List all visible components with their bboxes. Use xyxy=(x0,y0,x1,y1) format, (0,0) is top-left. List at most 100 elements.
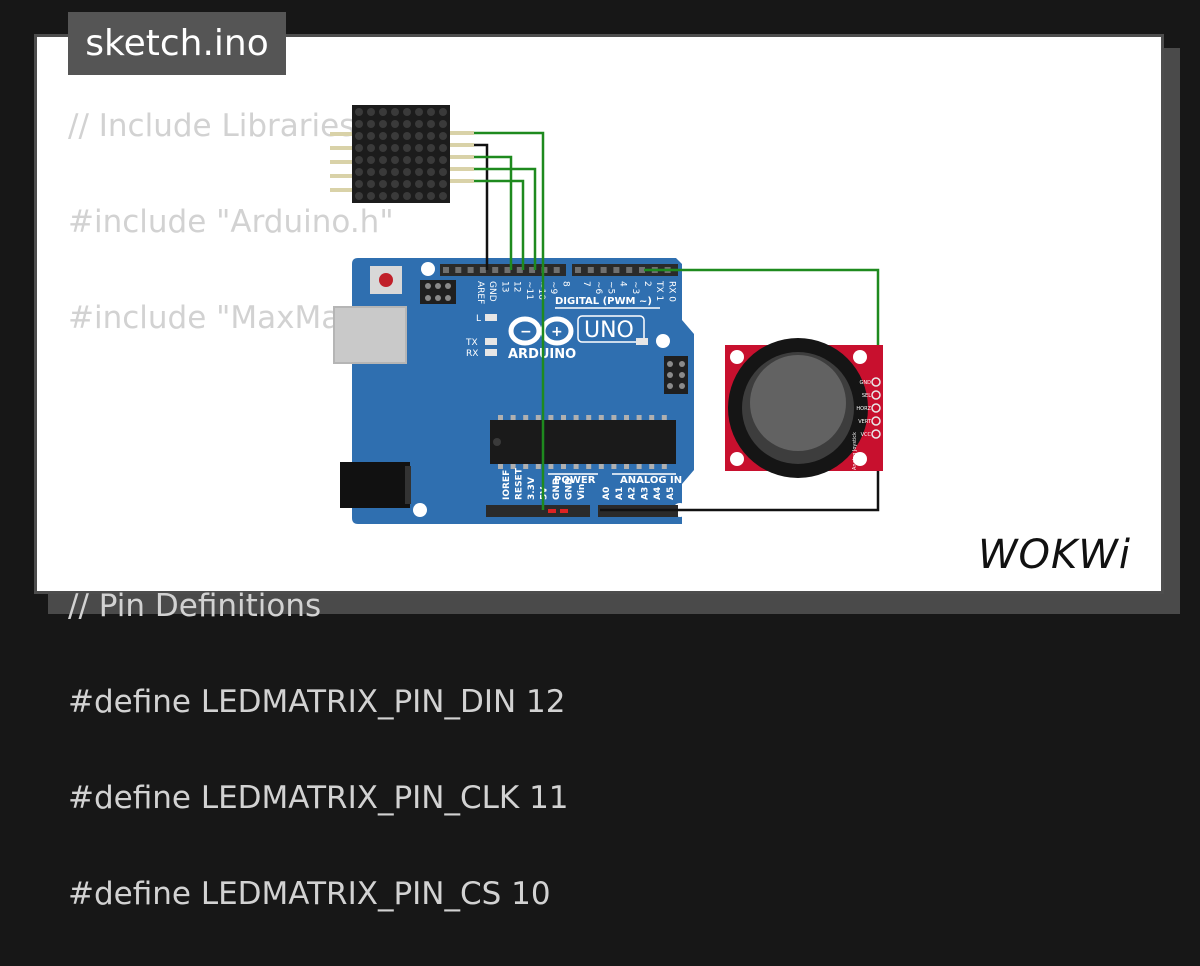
uno-badge xyxy=(577,315,645,343)
joystick-pin-label: HORZ xyxy=(856,406,871,412)
header-hole xyxy=(455,267,462,273)
joystick-pin-label: VERT xyxy=(858,419,872,425)
pin-label: A0 xyxy=(602,487,612,500)
code-line: #define LEDMATRIX_PIN_CLK 11 xyxy=(68,780,569,816)
led-dot xyxy=(439,180,447,188)
chip-pin xyxy=(598,415,604,420)
pin-label: 2 xyxy=(642,281,652,287)
led-dot xyxy=(391,180,399,188)
pin-label: ~6 xyxy=(593,281,603,295)
led-dot xyxy=(427,192,435,200)
pin-label: 7 xyxy=(581,281,591,287)
led-dot xyxy=(415,156,423,164)
pin-label: TX 1 xyxy=(654,280,664,301)
atmega-chip xyxy=(490,420,676,464)
pin-label: ~5 xyxy=(605,281,615,294)
wokwi-logo: WOKWi xyxy=(978,532,1130,578)
led-dot xyxy=(379,180,387,188)
svg-text:−: − xyxy=(520,324,532,340)
led-dot xyxy=(391,108,399,116)
led-dot xyxy=(355,108,363,116)
code-line: #define LEDMATRIX_PIN_DIN 12 xyxy=(68,684,566,720)
led-dot xyxy=(439,120,447,128)
led-dot xyxy=(367,144,375,152)
pin-label: Vin xyxy=(577,484,587,500)
led-dot xyxy=(439,192,447,200)
power-jack xyxy=(340,462,410,508)
led-dot xyxy=(403,108,411,116)
rx-label: RX xyxy=(466,349,478,359)
header-hole xyxy=(479,267,486,273)
pin-label: AREF xyxy=(475,281,485,304)
led-dot xyxy=(367,132,375,140)
pin-label: 13 xyxy=(499,281,509,292)
led-dot xyxy=(379,192,387,200)
header-hole xyxy=(504,267,511,273)
led-dot xyxy=(379,108,387,116)
chip-pin xyxy=(498,415,503,420)
led-dot xyxy=(439,168,447,176)
joystick-pin-label: VCC xyxy=(861,432,872,438)
pin-label: ~9 xyxy=(548,281,558,295)
code-line: #define LEDMATRIX_PIN_CS 10 xyxy=(68,876,551,912)
joystick-pin xyxy=(871,403,881,413)
chip-pin xyxy=(535,464,541,469)
chip-pin xyxy=(548,464,554,469)
led-dot xyxy=(415,180,423,188)
joystick-caption: Analog Joystick xyxy=(852,432,858,470)
led-dot xyxy=(403,144,411,152)
header-hole xyxy=(587,267,594,273)
led-dot xyxy=(379,144,387,152)
power-pin-5v xyxy=(548,509,556,513)
chip-pin xyxy=(510,464,516,469)
led-dot xyxy=(415,192,423,200)
chip-pin xyxy=(649,464,655,469)
header-hole xyxy=(575,267,581,273)
pin-label: A3 xyxy=(640,487,650,500)
header-hole xyxy=(553,267,560,273)
led-dot xyxy=(427,168,435,176)
led-dot xyxy=(439,156,447,164)
icsp-header xyxy=(420,280,688,394)
pin-label: A4 xyxy=(653,487,663,500)
led-dot xyxy=(415,144,423,152)
led-dot xyxy=(355,144,363,152)
led-dot xyxy=(355,132,363,140)
header-hole xyxy=(529,267,536,273)
chip-pin xyxy=(498,464,503,469)
joystick-pin xyxy=(871,416,881,426)
led-dot xyxy=(391,168,399,176)
chip-pin xyxy=(661,464,667,469)
mount-hole xyxy=(421,262,435,276)
led-dot xyxy=(415,168,423,176)
chip-pin xyxy=(561,464,566,469)
led-matrix-pins-right xyxy=(450,131,474,183)
led-dot xyxy=(415,132,423,140)
led-dot xyxy=(391,120,399,128)
joystick-knob[interactable] xyxy=(750,355,846,451)
chip-pin xyxy=(573,415,579,420)
led-dot xyxy=(403,132,411,140)
led-rx xyxy=(485,349,497,356)
led-matrix[interactable] xyxy=(330,105,474,203)
digital-label: DIGITAL (PWM ~) xyxy=(555,296,652,307)
header-hole xyxy=(492,267,499,273)
chip-pin xyxy=(624,415,629,420)
led-l xyxy=(485,314,497,321)
wire-cs xyxy=(474,167,537,270)
led-dot xyxy=(415,108,423,116)
wire-clk xyxy=(474,179,525,270)
led-dot xyxy=(367,192,375,200)
led-matrix-body xyxy=(352,105,450,203)
led-dot xyxy=(427,180,435,188)
file-tab[interactable]: sketch.ino xyxy=(68,12,286,75)
header-hole xyxy=(541,267,548,273)
pin-label: IOREF xyxy=(502,470,512,500)
chip-pin xyxy=(573,464,579,469)
uno-label: UNO xyxy=(584,318,634,343)
code-line: // Pin Definitions xyxy=(68,588,322,624)
